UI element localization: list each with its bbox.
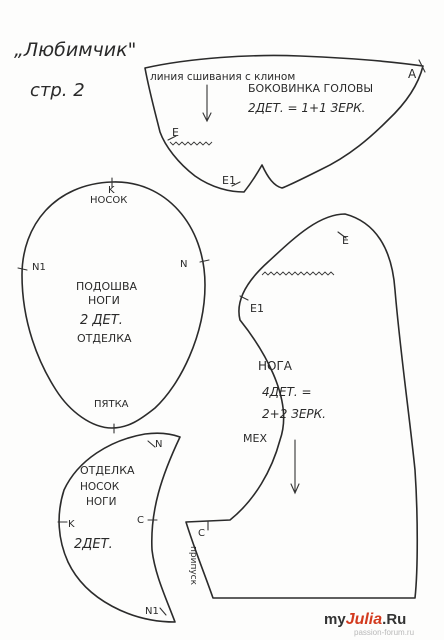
leg-piece: E E1 НОГА 4ДЕТ. = 2+2 ЗЕРК. МЕХ C припус… (185, 213, 419, 599)
sheet-title: „Любимчик" (14, 39, 136, 61)
head-side-mark-e1: E1 (222, 174, 236, 187)
leg-count-1: 4ДЕТ. = (262, 385, 312, 399)
head-side-name: БОКОВИНКА ГОЛОВЫ (248, 82, 373, 95)
toe-name-2: НОГИ (86, 496, 116, 508)
head-side-outline (144, 54, 424, 193)
toe-outline (58, 432, 181, 623)
watermark-julia: Julia (346, 611, 383, 628)
page-number: стр. 2 (30, 80, 85, 101)
toe-material: ОТДЕЛКА (80, 464, 135, 477)
leg-material: МЕХ (243, 432, 267, 445)
sole-heel-label: ПЯТКА (94, 399, 129, 410)
watermark-my: my (324, 611, 346, 628)
sole-toe-label: НОСОК (90, 195, 127, 206)
sole-tick-n (199, 259, 210, 263)
head-side-stitch (169, 141, 213, 146)
head-side-seam-label: линия сшивания с клином (150, 71, 295, 83)
watermark: myJulia.Ru passion-forum.ru (324, 611, 414, 637)
watermark-logo: myJulia.Ru (324, 611, 406, 628)
head-side-mark-e: E (172, 126, 179, 139)
toe-mark-n: N (155, 439, 162, 450)
head-side-piece: линия сшивания с клином БОКОВИНКА ГОЛОВЫ… (144, 54, 426, 193)
sole-outline (21, 181, 206, 429)
leg-outline (185, 213, 419, 599)
sole-tick-n1 (17, 267, 28, 271)
sole-piece: K НОСОК N1 N ПОДОШВА НОГИ 2 ДЕТ. ОТДЕЛКА… (17, 177, 210, 434)
leg-mark-e1: E1 (250, 302, 264, 315)
leg-tick-e1 (239, 295, 249, 301)
head-side-arrow (202, 84, 212, 123)
sole-mark-n1: N1 (32, 262, 46, 273)
sole-name-1: ПОДОШВА (76, 280, 137, 293)
head-side-tick-a (418, 59, 426, 73)
sole-material: ОТДЕЛКА (77, 332, 132, 345)
head-side-tick-e1 (231, 181, 241, 187)
sole-name-2: НОГИ (88, 294, 120, 307)
sole-mark-n: N (180, 259, 187, 270)
leg-count-2: 2+2 ЗЕРК. (262, 407, 326, 421)
toe-name-1: НОСОК (80, 481, 120, 493)
toe-mark-k: K (68, 519, 75, 530)
sole-mark-k: K (108, 185, 115, 196)
head-side-mark-a: A (408, 67, 417, 81)
leg-arrow (290, 439, 300, 495)
leg-tick-e (337, 231, 347, 239)
toe-piece: N ОТДЕЛКА НОСОК НОГИ K C 2ДЕТ. N1 (57, 432, 181, 623)
leg-mark-e: E (342, 234, 349, 247)
head-side-count: 2ДЕТ. = 1+1 ЗЕРК. (248, 101, 365, 115)
toe-tick-n1 (159, 607, 167, 616)
watermark-ru: .Ru (382, 611, 406, 628)
toe-mark-c: C (137, 515, 144, 526)
leg-name: НОГА (258, 359, 293, 373)
toe-tick-n (147, 440, 156, 448)
leg-mark-c: C (198, 528, 205, 539)
sole-count: 2 ДЕТ. (80, 313, 123, 328)
head-side-tick-e (167, 135, 177, 141)
watermark-sub: passion-forum.ru (354, 628, 414, 637)
toe-mark-n1: N1 (145, 606, 159, 617)
leg-stitch (261, 271, 335, 276)
toe-count: 2ДЕТ. (74, 537, 113, 552)
leg-allowance-label: припуск (188, 546, 198, 586)
